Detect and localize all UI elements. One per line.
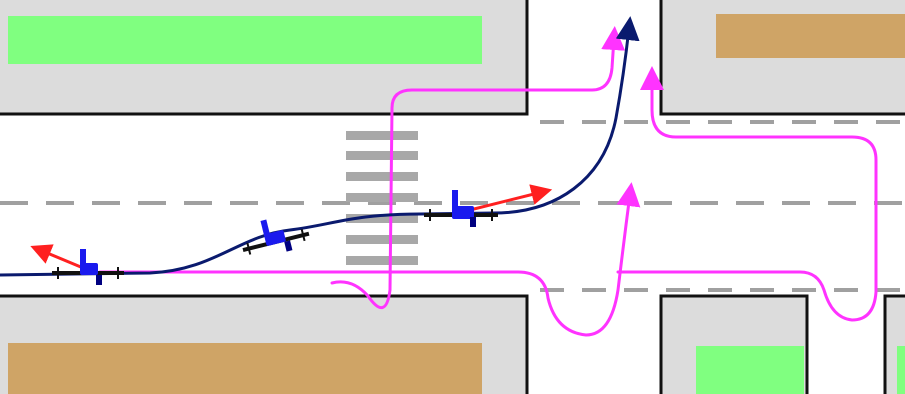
robot-3 xyxy=(424,184,553,227)
robot-2 xyxy=(242,219,310,255)
block-bottom-middle xyxy=(659,294,809,394)
grass-top-left xyxy=(8,16,482,64)
robot-1 xyxy=(30,244,124,285)
curb-bottom-left xyxy=(0,294,529,394)
block-bottom-right xyxy=(883,294,905,394)
curb-top-left xyxy=(0,0,529,116)
crosswalk xyxy=(346,131,418,265)
alt-path-crosswalk xyxy=(330,26,626,309)
wheelchair-robot-icon xyxy=(80,249,102,285)
grass-bottom-middle xyxy=(696,346,804,394)
curb-bottom-right xyxy=(883,294,905,394)
block-bottom-left xyxy=(0,294,529,394)
wheelchair-robot-icon xyxy=(452,190,476,227)
heading-arrow-icon xyxy=(461,184,553,214)
building-bottom-left xyxy=(8,343,482,394)
block-top-right xyxy=(659,0,905,116)
curb-top-right xyxy=(659,0,905,116)
building-top-right xyxy=(716,14,905,58)
wheelchair-robot-icon xyxy=(260,219,293,252)
block-top-left xyxy=(0,0,529,116)
planned-trajectory xyxy=(0,16,640,277)
curb-bottom-middle xyxy=(659,294,809,394)
alt-path-right-loop xyxy=(616,66,878,322)
alt-path-main xyxy=(98,182,641,337)
lane-markings xyxy=(0,120,905,292)
alternative-paths xyxy=(98,26,878,337)
grass-bottom-right xyxy=(897,346,905,394)
